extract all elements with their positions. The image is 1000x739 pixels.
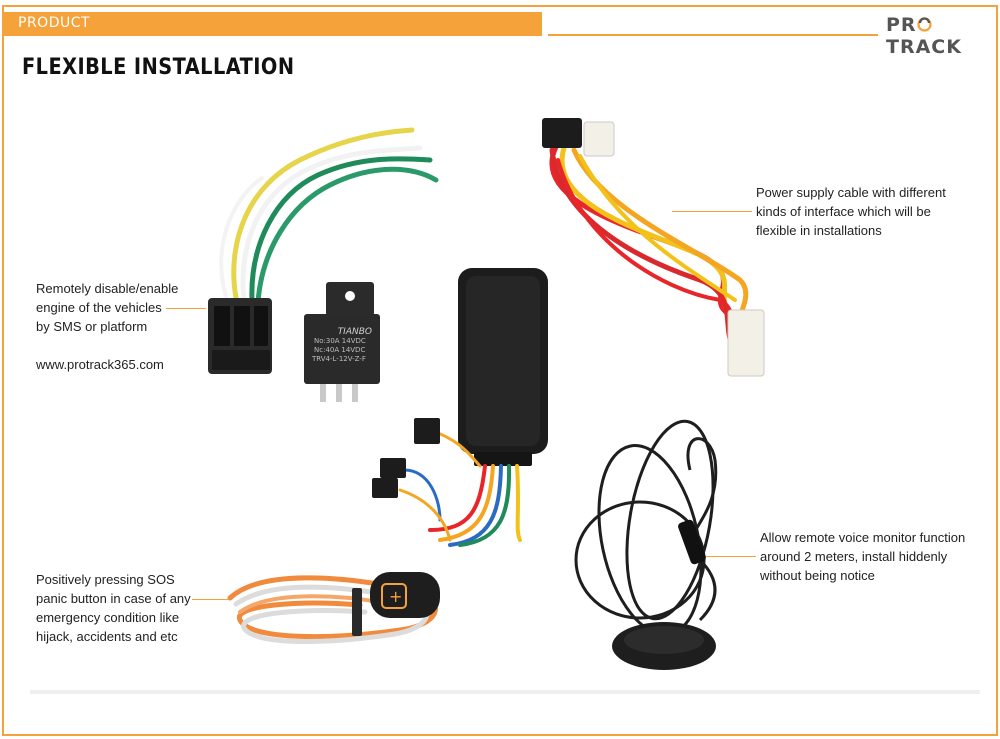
relay-label: TIANBO No:30A 14VDC Nc:40A 14VDC TRV4-L-… bbox=[306, 328, 380, 364]
sos-callout-line: Positively pressing SOS bbox=[36, 572, 175, 587]
gps-tracker-device bbox=[458, 268, 548, 466]
website-link[interactable]: www.protrack365.com bbox=[36, 357, 164, 372]
sos-button: + bbox=[352, 572, 440, 636]
brand-o-icon bbox=[916, 17, 932, 32]
header-bar bbox=[4, 12, 542, 36]
relay-brand: TIANBO bbox=[337, 327, 372, 337]
device-connectors bbox=[372, 418, 440, 498]
microphone bbox=[612, 519, 716, 670]
power-cable-callout-line: Power supply cable with different bbox=[756, 185, 946, 200]
header-stripes bbox=[498, 12, 542, 36]
relay-callout-line: Remotely disable/enable bbox=[36, 281, 179, 296]
power-cable-callout: Power supply cable with different kinds … bbox=[756, 183, 946, 240]
microphone-callout-line: without being notice bbox=[760, 568, 875, 583]
page-title: FLEXIBLE INSTALLATION bbox=[22, 55, 295, 80]
relay-body bbox=[304, 282, 380, 402]
power-cable-callout-line: kinds of interface which will be bbox=[756, 204, 931, 219]
section-label: PRODUCT bbox=[18, 15, 91, 31]
sos-callout-line: panic button in case of any bbox=[36, 591, 191, 606]
sos-callout: Positively pressing SOS panic button in … bbox=[36, 570, 191, 646]
power-cable-callout-line: flexible in installations bbox=[756, 223, 882, 238]
brand-logo: PRTRACK bbox=[886, 14, 1000, 58]
brand-prefix: PR bbox=[886, 14, 917, 36]
sos-leader-line bbox=[192, 599, 228, 600]
microphone-leader-line bbox=[706, 556, 756, 557]
power-cable-leader-line bbox=[672, 211, 752, 212]
sos-callout-line: hijack, accidents and etc bbox=[36, 629, 178, 644]
relay-leader-line bbox=[166, 308, 206, 309]
relay-callout: Remotely disable/enable engine of the ve… bbox=[36, 279, 178, 374]
microphone-callout-line: around 2 meters, install hiddenly bbox=[760, 549, 948, 564]
relay-callout-line: by SMS or platform bbox=[36, 319, 148, 334]
power-cable-harness bbox=[549, 137, 749, 362]
floor-shadow bbox=[30, 690, 980, 694]
relay-spec-1: No:30A 14VDC bbox=[314, 337, 366, 345]
svg-text:+: + bbox=[389, 587, 402, 606]
microphone-callout: Allow remote voice monitor function arou… bbox=[760, 528, 965, 585]
relay-callout-line: engine of the vehicles bbox=[36, 300, 162, 315]
microphone-callout-line: Allow remote voice monitor function bbox=[760, 530, 966, 545]
microphone-cable bbox=[574, 419, 718, 636]
relay-model: TRV4-L-12V-Z-F bbox=[312, 355, 366, 363]
relay-socket bbox=[208, 298, 272, 374]
sos-callout-line: emergency condition like bbox=[36, 610, 180, 625]
power-cable-connectors bbox=[542, 118, 765, 377]
device-cables bbox=[398, 428, 522, 547]
relay-spec-2: Nc:40A 14VDC bbox=[314, 346, 366, 354]
header-rule bbox=[548, 34, 878, 36]
brand-suffix: TRACK bbox=[886, 36, 962, 58]
relay-harness-wires bbox=[219, 127, 439, 305]
